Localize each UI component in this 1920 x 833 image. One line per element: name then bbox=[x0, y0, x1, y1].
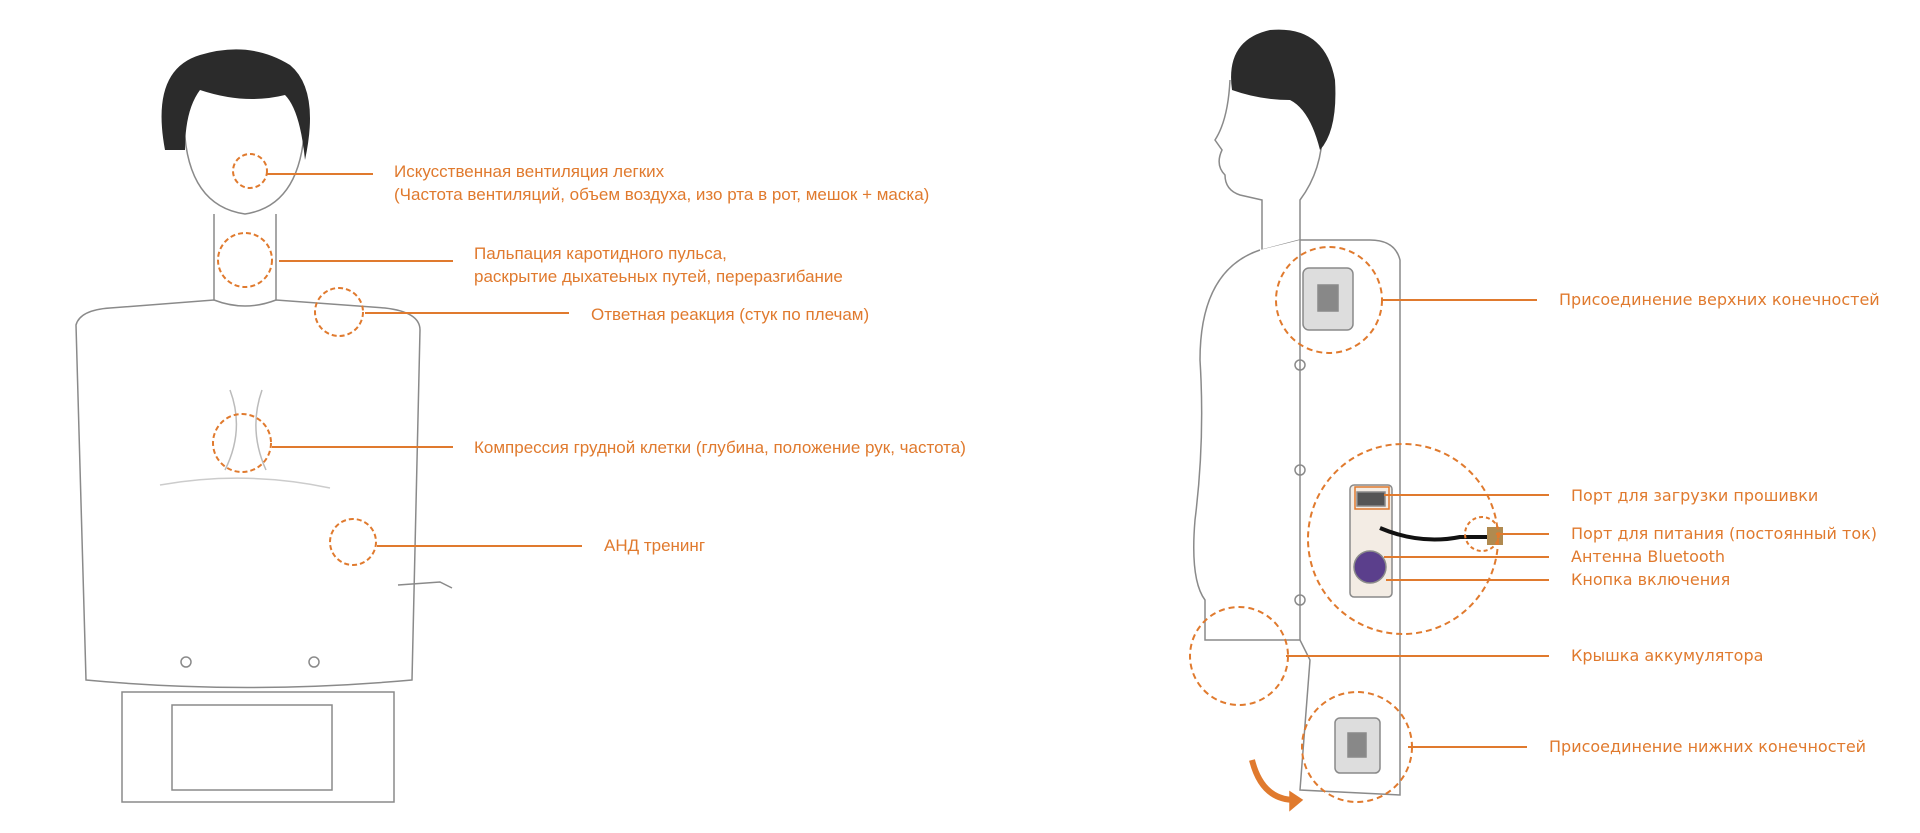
battery-cover-label: Крышка аккумулятора bbox=[1571, 646, 1764, 665]
front-head bbox=[183, 109, 306, 215]
lower-limbs-label: Присоединение нижних конечностей bbox=[1549, 737, 1867, 756]
ventilation-label: Искусственная вентиляция легких (Частота… bbox=[394, 160, 929, 206]
front-manikin bbox=[75, 49, 453, 803]
power-button-label: Кнопка включения bbox=[1571, 570, 1731, 589]
bluetooth-label: Антенна Bluetooth bbox=[1571, 547, 1726, 566]
power-port-label: Порт для питания (постоянный ток) bbox=[1571, 524, 1878, 543]
response-label: Ответная реакция (стук по плечам) bbox=[591, 305, 870, 324]
mouth-marker bbox=[232, 153, 268, 189]
upper-limbs-label: Присоединение верхних конечностей bbox=[1559, 290, 1880, 309]
chest-marker bbox=[212, 413, 272, 473]
shoulder-marker bbox=[314, 287, 364, 337]
side-hair bbox=[1231, 29, 1336, 150]
side-head bbox=[1214, 79, 1324, 251]
pulse-title: Пальпация каротидного пульса, bbox=[474, 244, 727, 263]
ventilation-details: (Частота вентиляций, объем воздуха, изо … bbox=[394, 185, 930, 204]
firmware-port-label: Порт для загрузки прошивки bbox=[1571, 486, 1819, 505]
front-torso bbox=[75, 299, 421, 689]
front-hair bbox=[161, 49, 310, 160]
ventilation-title: Искусственная вентиляция легких bbox=[394, 162, 665, 181]
aed-marker bbox=[329, 518, 377, 566]
pulse-details: раскрытие дыхатеьных путей, переразгибан… bbox=[474, 267, 843, 286]
neck-marker bbox=[217, 232, 273, 288]
pulse-label: Пальпация каротидного пульса, раскрытие … bbox=[474, 242, 843, 288]
callouts bbox=[212, 153, 1549, 803]
aed-label: АНД тренинг bbox=[604, 536, 706, 555]
compression-label: Компрессия грудной клетки (глубина, поло… bbox=[474, 438, 966, 457]
ports-marker bbox=[1307, 443, 1499, 635]
